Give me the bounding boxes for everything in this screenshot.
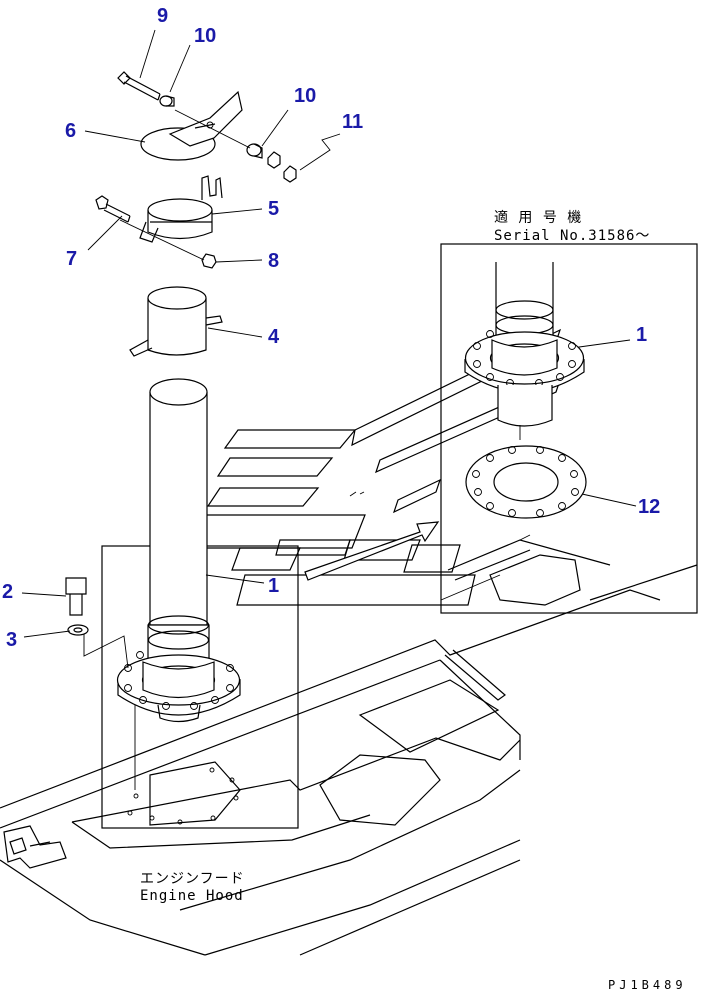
engine-hood-label-en: Engine Hood [140,888,244,904]
engine-hood-label-jp: エンジンフード [140,871,245,887]
leader-lines [21,29,637,669]
clamp-band-part-5 [139,175,223,243]
nut-part-8 [201,253,217,269]
bolt-part-2 [65,577,87,616]
callout-10-top: 10 [194,25,216,47]
engine-hood [0,589,661,956]
callout-2: 2 [2,581,13,603]
callout-7: 7 [66,248,77,270]
serial-box-title: 適 用 号 機 [494,209,582,226]
sleeve-part-4 [129,286,223,357]
callout-5: 5 [268,198,279,220]
callout-numbers: 9 10 10 11 6 5 7 8 4 1 2 3 1 12 [2,5,660,651]
bolt-part-7 [95,195,131,223]
drawing-code: PJ1B489 [608,978,687,992]
bolt-part-9 [117,71,161,101]
callout-10-right: 10 [294,85,316,107]
rain-cap-part-6 [140,90,243,161]
washer-part-3 [67,624,89,636]
nut-part-11 [267,151,297,183]
callout-1-left: 1 [268,575,279,597]
collar-part-10-lower [246,143,263,159]
callout-4: 4 [268,326,280,348]
callout-11: 11 [342,111,363,133]
callout-12: 12 [638,496,660,518]
callout-3: 3 [6,629,17,651]
callout-6: 6 [65,120,76,142]
callout-1-right: 1 [636,324,647,346]
detail-box-right [440,243,698,614]
serial-number: Serial No.31586〜 [494,228,650,244]
callout-8: 8 [268,250,279,272]
collar-part-10-upper [159,95,175,107]
callout-9: 9 [157,5,168,27]
exhaust-pipe [116,378,241,723]
detail-arrow [304,521,440,581]
